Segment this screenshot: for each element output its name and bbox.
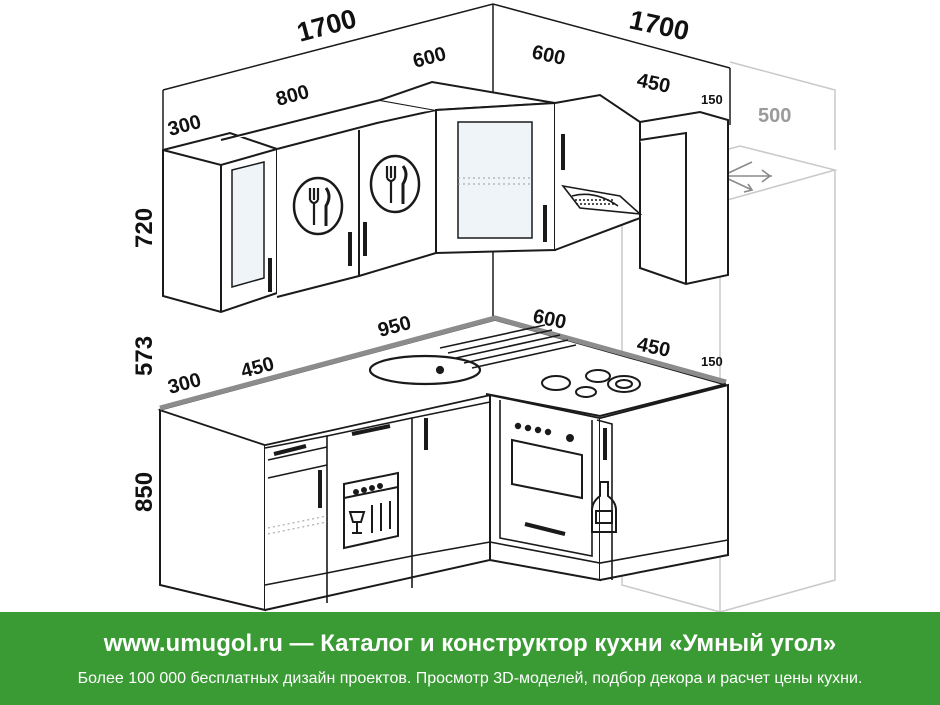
bottle-icon — [591, 481, 617, 533]
cooktop-icon — [541, 369, 641, 398]
range-hood — [561, 184, 643, 216]
sink-icon — [368, 324, 577, 386]
dim-upper-450: 450 — [635, 69, 672, 97]
kitchen-diagram: 1700 1700 300 800 600 600 450 150 500 72… — [131, 3, 838, 612]
drawer-dots — [267, 515, 328, 535]
dim-counter-950: 950 — [376, 312, 414, 342]
dim-counter-150: 150 — [701, 354, 723, 369]
dim-height-850: 850 — [131, 472, 158, 512]
upper-handles — [268, 134, 565, 292]
dim-upper-300: 300 — [166, 111, 204, 141]
dim-upper-600-right: 600 — [530, 41, 567, 69]
banner-dash: — — [282, 630, 321, 657]
dim-upper-150: 150 — [701, 92, 723, 107]
glass-panels — [231, 121, 533, 288]
lower-divisions — [159, 400, 729, 611]
site-link[interactable]: www.umugol.ru — [103, 630, 283, 657]
banner-title: Каталог и конструктор кухни «Умный угол» — [320, 630, 837, 657]
dim-upper-800: 800 — [274, 81, 312, 111]
dim-upper-600-left: 600 — [411, 43, 449, 73]
glass-dots — [458, 177, 532, 185]
dim-height-720: 720 — [131, 208, 158, 248]
dishwasher-icon — [343, 471, 399, 550]
banner-headline: www.umugol.ru — Каталог и конструктор ку… — [0, 630, 940, 658]
lower-handles — [273, 418, 607, 536]
dim-top-right-width: 1700 — [627, 5, 692, 47]
promo-banner: www.umugol.ru — Каталог и конструктор ку… — [0, 612, 940, 705]
oven-icon — [511, 422, 583, 500]
dim-counter-300: 300 — [166, 369, 204, 399]
dim-fridge-500: 500 — [758, 105, 791, 127]
banner-subtitle: Более 100 000 бесплатных дизайн проектов… — [77, 670, 863, 687]
dim-height-573: 573 — [131, 336, 158, 376]
